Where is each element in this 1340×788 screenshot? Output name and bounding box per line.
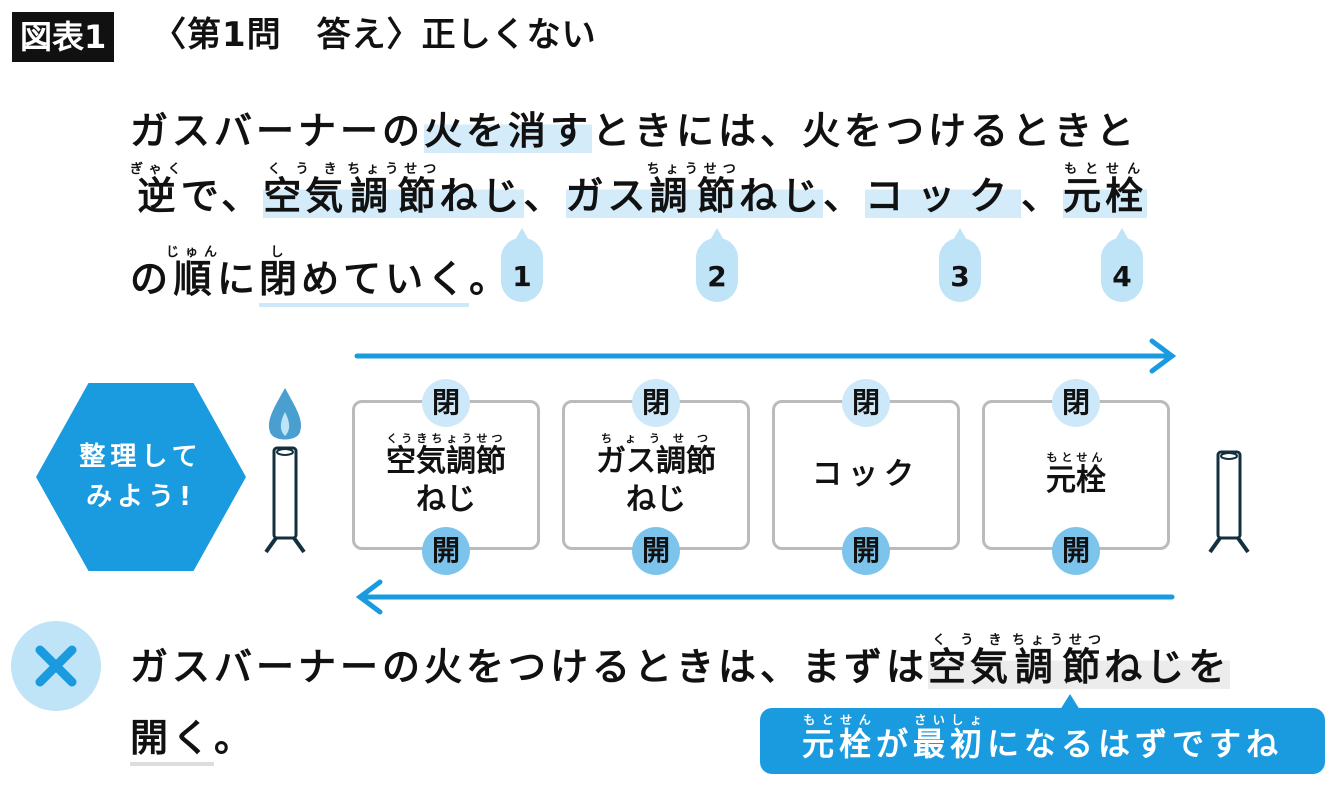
figure-label: 図表1	[12, 12, 115, 62]
close-marker: 閉	[422, 379, 470, 427]
step-marker-2: 2	[696, 228, 738, 302]
step-marker-3: 3	[939, 228, 981, 302]
open-marker: 開	[1052, 527, 1100, 575]
explanation-line-2: 逆ぎゃくで、空気くうき調節ちょうせつねじ、ガス調節ちょうせつねじ、コック、元栓も…	[130, 162, 1148, 218]
arrow-right-icon	[354, 338, 1177, 374]
close-marker: 閉	[1052, 379, 1100, 427]
highlight-text: 空気くうき調節ちょうせつねじを	[928, 633, 1231, 689]
explanation-line-3: の順じゅんに閉しめていく。	[130, 245, 511, 307]
cock-text: コック	[865, 174, 1022, 218]
step-marker-4: 4	[1101, 228, 1143, 302]
page-title: 〈第1問 答え〉正しくない	[152, 15, 597, 55]
close-marker: 閉	[842, 379, 890, 427]
open-marker: 開	[842, 527, 890, 575]
text: ガスバーナーの	[130, 109, 425, 153]
main-valve-text: 元栓もとせん	[1063, 162, 1148, 218]
note-bubble: 元栓もとせんが最初さいしょになるはずですね	[760, 694, 1325, 774]
arrow-left-icon	[355, 579, 1175, 615]
step-box-air-screw: 空気調節くうきちょうせつねじ	[352, 400, 540, 550]
highlight-text: 火を消す	[424, 109, 593, 153]
step-marker-1: 1	[501, 228, 543, 302]
open-marker: 開	[632, 527, 680, 575]
wrong-statement-line-1: ガスバーナーの火をつけるときは、まずは空気くうき調節ちょうせつねじを	[130, 633, 1231, 689]
underlined-text: 閉しめていく	[259, 245, 470, 307]
air-screw-text: 空気くうき調節ちょうせつねじ	[263, 162, 524, 218]
burner-lit-icon	[264, 388, 306, 554]
text: ときには、火をつけるときと	[592, 109, 1139, 153]
wrong-statement-line-2: 開く。	[130, 713, 256, 766]
explanation-line-1: ガスバーナーの火を消すときには、火をつけるときと	[130, 106, 1138, 156]
ruby-word: 逆ぎゃく	[130, 162, 187, 218]
gas-screw-text: ガス調節ちょうせつねじ	[565, 162, 824, 218]
burner-off-icon	[1208, 450, 1250, 554]
open-marker: 開	[422, 527, 470, 575]
underlined-text: 開く	[130, 716, 215, 766]
close-marker: 閉	[632, 379, 680, 427]
wrong-x-icon	[11, 621, 101, 711]
